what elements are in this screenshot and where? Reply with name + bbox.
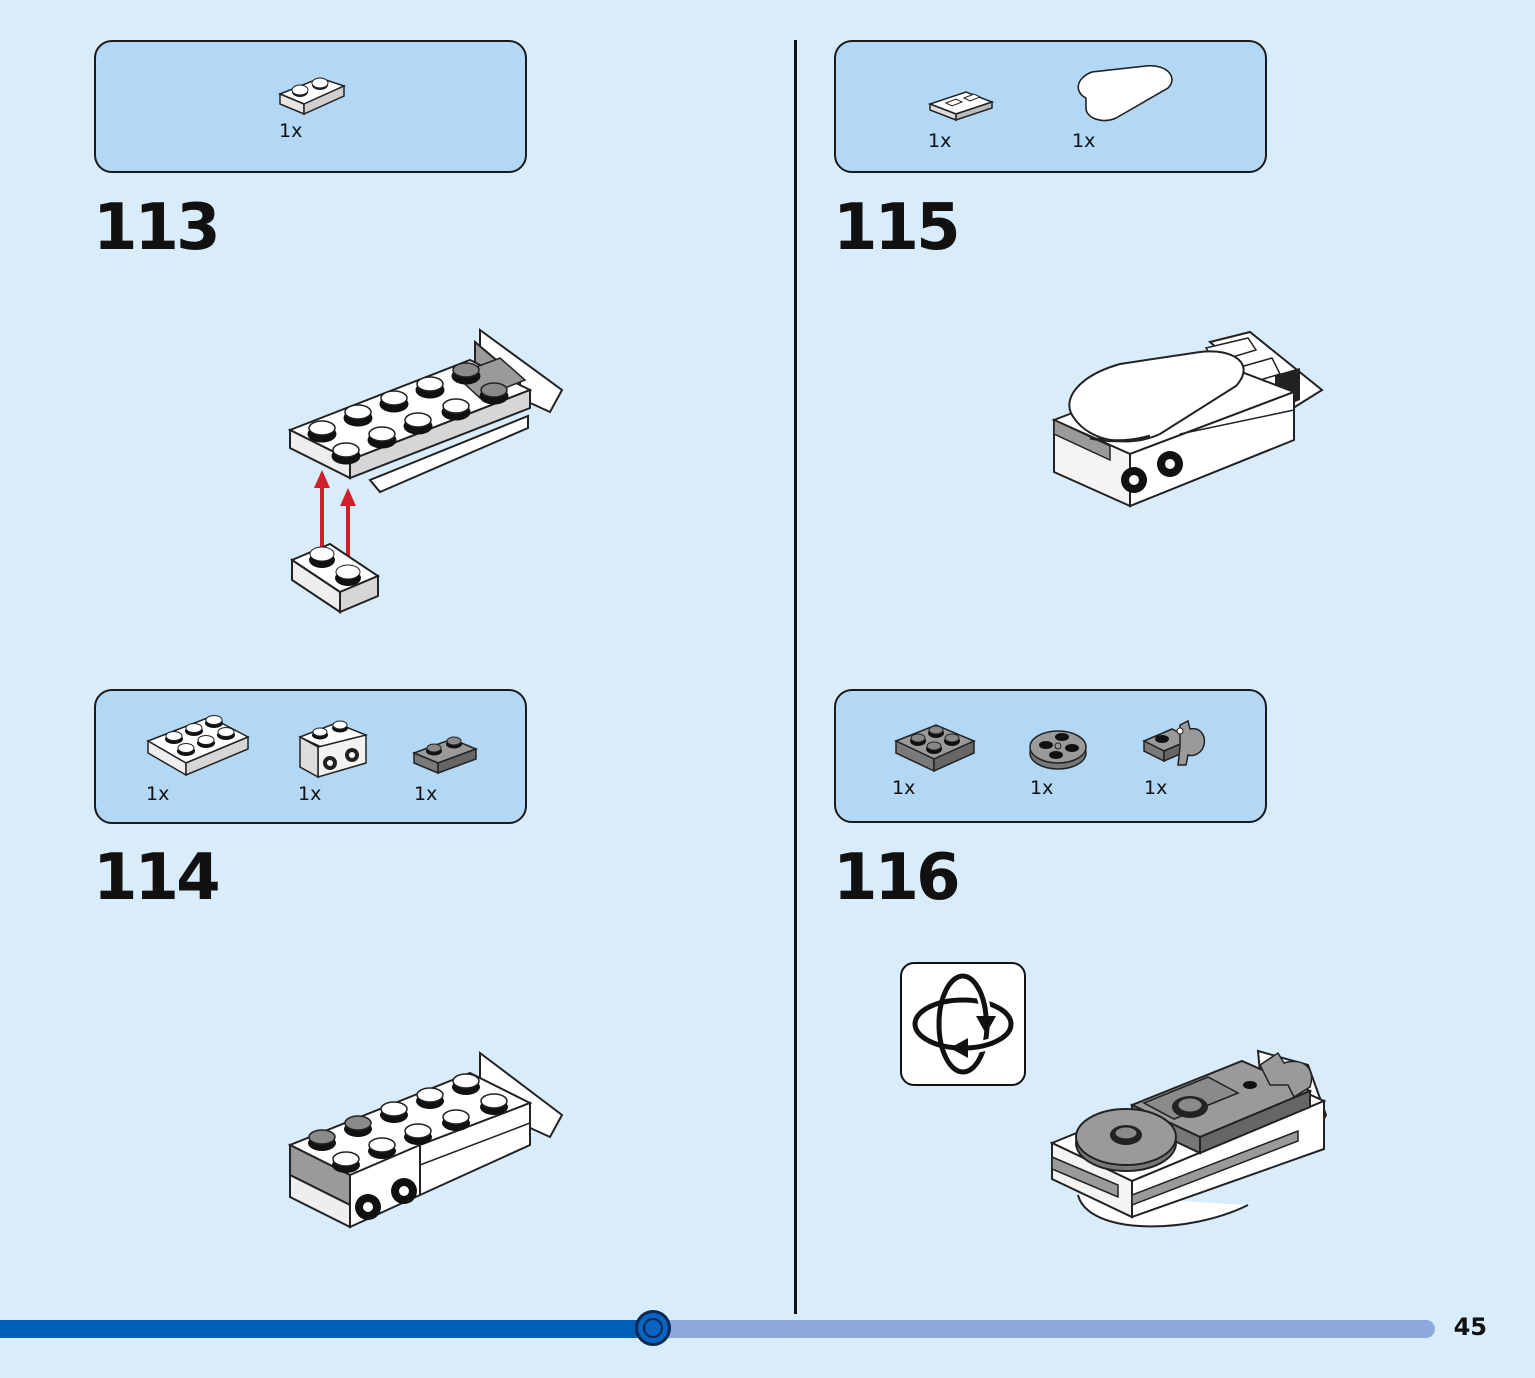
step-number: 115: [833, 191, 961, 265]
plate-clip-grey-part: [1142, 719, 1206, 766]
plate-2x3-white-part: [146, 715, 250, 777]
step-number: 116: [833, 841, 961, 915]
tile-1x2-grille-white-part: [927, 91, 995, 122]
rotate-model-callout: [900, 962, 1026, 1086]
step-116-build-illustration: [1049, 1049, 1328, 1228]
step-115-build-illustration: [1051, 330, 1324, 508]
part-quantity: 1x: [1144, 777, 1168, 799]
part-quantity: 1x: [1030, 777, 1054, 799]
plate-1x2-grey-part: [411, 736, 479, 775]
page-number: 45: [1453, 1313, 1487, 1341]
step-113-parts-callout: 1x: [94, 40, 527, 173]
part-quantity: 1x: [146, 783, 170, 805]
plate-2x2-grey-part: [894, 724, 976, 773]
bracket-1x2-white-part: [298, 720, 368, 779]
step-115-parts-callout: 1x 1x: [834, 40, 1267, 173]
step-114-parts-callout: 1x 1x 1x: [94, 689, 527, 824]
part-quantity: 1x: [1072, 130, 1096, 152]
step-number: 114: [93, 841, 221, 915]
step-number: 113: [93, 191, 221, 265]
progress-knob: [635, 1310, 671, 1346]
part-quantity: 1x: [298, 783, 322, 805]
step-116-parts-callout: 1x 1x 1x: [834, 689, 1267, 823]
part-quantity: 1x: [279, 120, 303, 142]
part-quantity: 1x: [892, 777, 916, 799]
step-114-build-illustration: [287, 1050, 564, 1229]
rotate-model-icon: [912, 970, 1017, 1075]
progress-fill: [0, 1320, 653, 1338]
part-quantity: 1x: [928, 130, 952, 152]
page-divider: [794, 40, 797, 1314]
part-quantity: 1x: [414, 783, 438, 805]
tile-2x4-round-white-part: [1077, 65, 1173, 122]
step-113-build-illustration: [287, 328, 564, 614]
plate-round-2x2-grey-part: [1029, 730, 1087, 770]
plate-1x2-white-part: [278, 77, 347, 116]
